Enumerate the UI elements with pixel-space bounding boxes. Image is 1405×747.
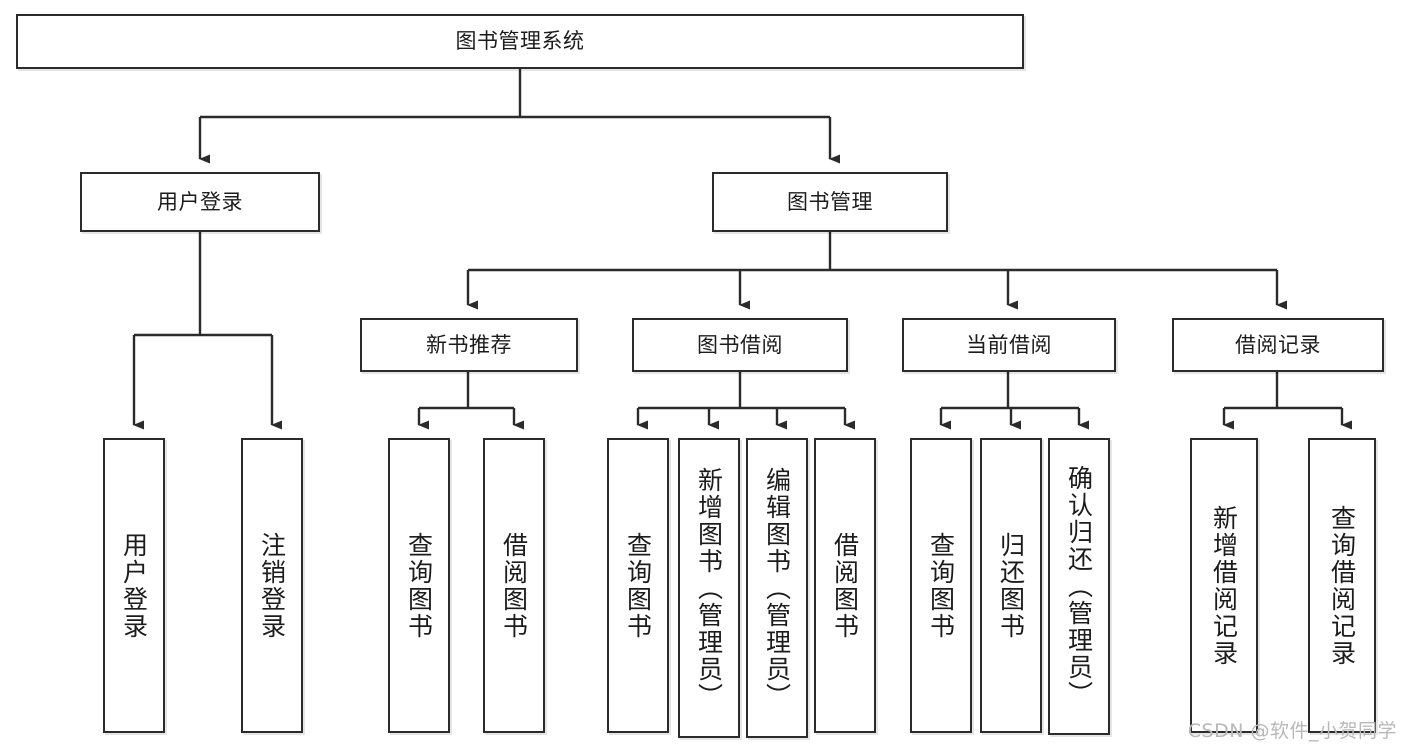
node-label: 新增借阅记录 [1209, 504, 1239, 667]
node-leaf-confirm-return-admin[interactable]: 确认归还（管理员） [1048, 438, 1110, 735]
node-label: 借阅图书 [499, 531, 529, 640]
node-label: 确认归还（管理员） [1064, 465, 1094, 708]
node-label: 图书借阅 [697, 332, 783, 357]
csdn-watermark: CSDN @软件_小贺同学 [1187, 720, 1397, 742]
node-label: 注销登录 [257, 531, 287, 640]
node-leaf-query-book-1[interactable]: 查询图书 [388, 438, 450, 733]
node-label: 借阅记录 [1235, 332, 1321, 357]
node-label: 图书管理系统 [455, 29, 585, 54]
node-leaf-add-borrow-record[interactable]: 新增借阅记录 [1190, 438, 1258, 733]
node-new-book-recommend[interactable]: 新书推荐 [360, 318, 578, 372]
node-leaf-borrow-book-2[interactable]: 借阅图书 [814, 438, 876, 733]
node-label: 查询图书 [926, 531, 956, 640]
node-leaf-return-book[interactable]: 归还图书 [980, 438, 1042, 733]
node-label: 用户登录 [157, 189, 243, 214]
node-leaf-borrow-book-1[interactable]: 借阅图书 [483, 438, 545, 733]
node-leaf-query-book-2[interactable]: 查询图书 [607, 438, 669, 733]
node-label: 用户登录 [119, 531, 149, 640]
node-book-borrow[interactable]: 图书借阅 [632, 318, 848, 372]
node-label: 编辑图书（管理员） [762, 466, 792, 710]
node-label: 查询借阅记录 [1327, 504, 1357, 667]
node-book-manage[interactable]: 图书管理 [712, 172, 948, 232]
node-leaf-add-book-admin[interactable]: 新增图书（管理员） [678, 438, 740, 738]
node-label: 图书管理 [787, 189, 873, 214]
node-label: 查询图书 [404, 531, 434, 640]
node-label: 借阅图书 [830, 531, 860, 640]
node-borrow-record[interactable]: 借阅记录 [1172, 318, 1384, 372]
node-leaf-query-borrow-record[interactable]: 查询借阅记录 [1308, 438, 1376, 733]
node-current-borrow[interactable]: 当前借阅 [902, 318, 1116, 372]
node-label: 归还图书 [996, 531, 1026, 640]
node-label: 新增图书（管理员） [694, 466, 724, 710]
node-label: 查询图书 [623, 531, 653, 640]
node-leaf-query-book-3[interactable]: 查询图书 [910, 438, 972, 733]
node-leaf-edit-book-admin[interactable]: 编辑图书（管理员） [746, 438, 808, 738]
node-user-login[interactable]: 用户登录 [80, 172, 320, 232]
node-label: 当前借阅 [966, 332, 1052, 357]
node-leaf-logout-login[interactable]: 注销登录 [241, 438, 303, 733]
node-leaf-user-login[interactable]: 用户登录 [103, 438, 165, 733]
node-label: 新书推荐 [426, 332, 512, 357]
edge-paths [132, 69, 1352, 430]
node-root[interactable]: 图书管理系统 [16, 14, 1024, 69]
